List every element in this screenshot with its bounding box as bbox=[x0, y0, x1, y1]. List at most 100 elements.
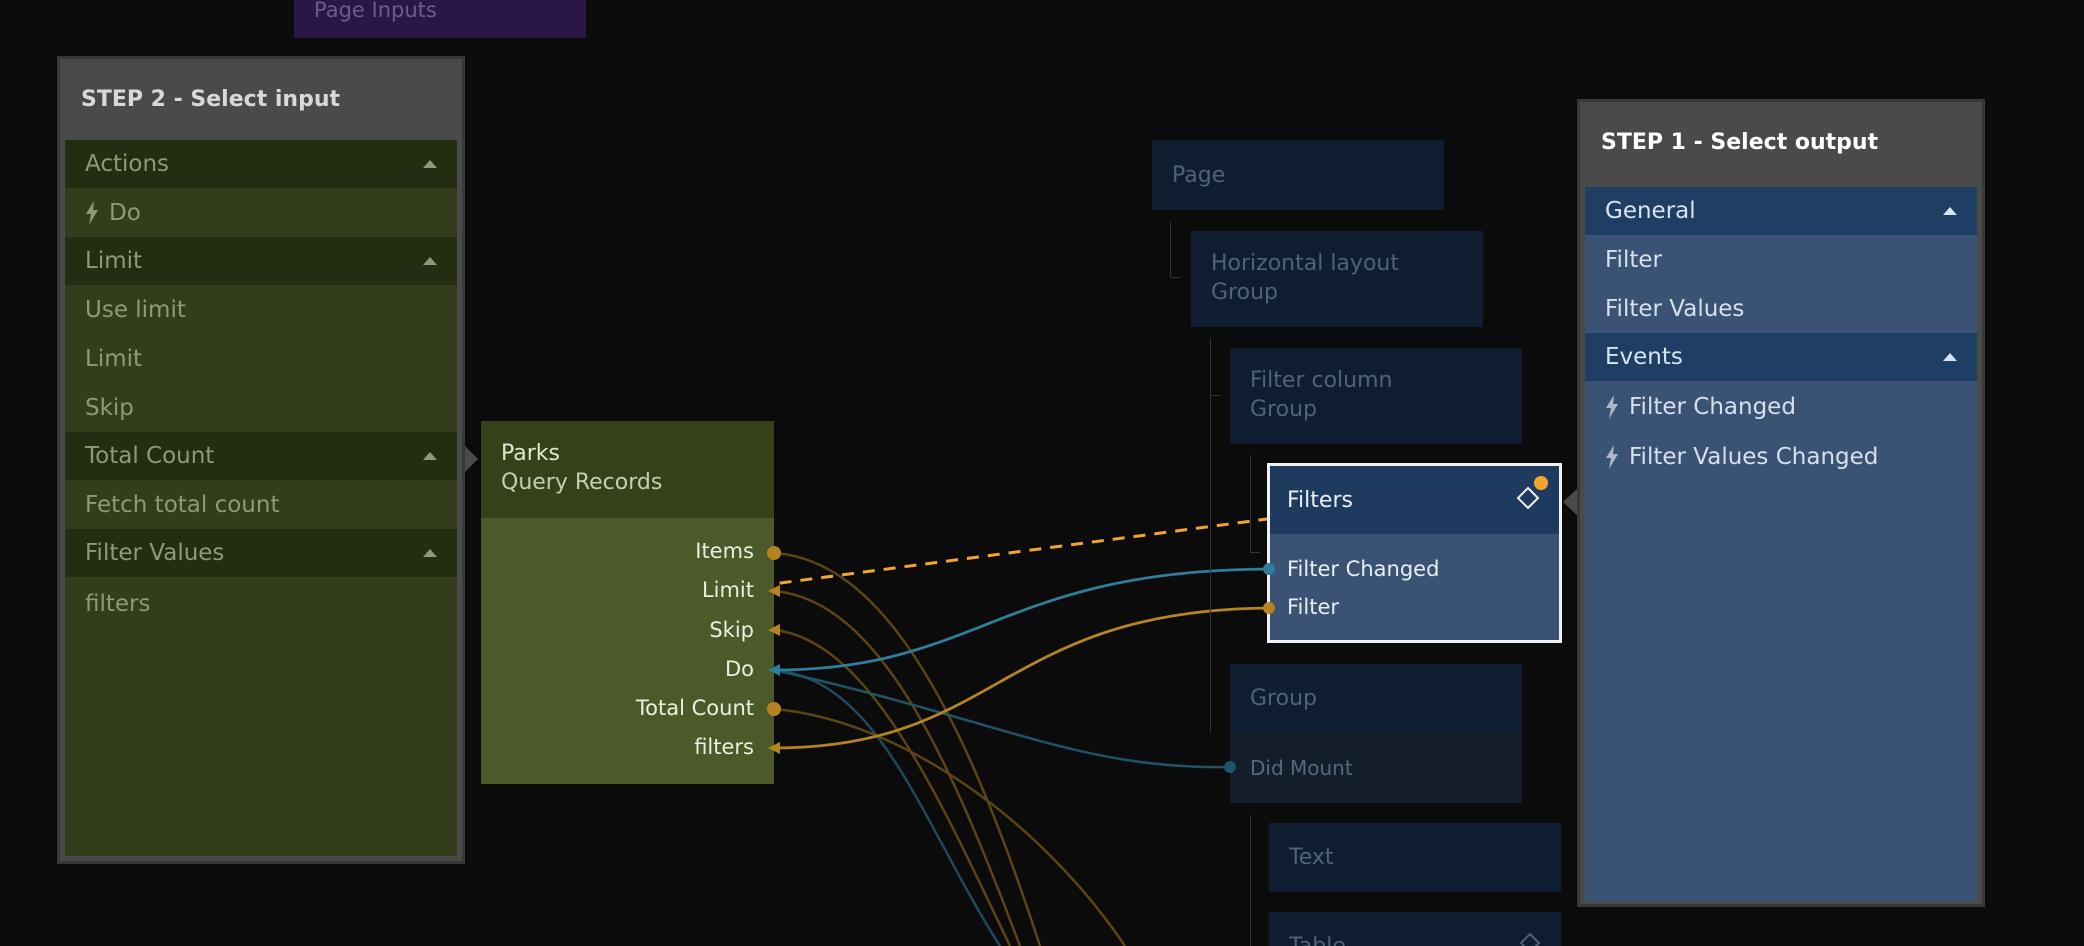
filters-port-filter[interactable]: Filter bbox=[1287, 595, 1340, 619]
port-arrow-limit[interactable] bbox=[768, 585, 780, 597]
tree-connector bbox=[1210, 390, 1220, 396]
tree-connector bbox=[1210, 338, 1220, 733]
step2-panel: STEP 2 - Select input Actions Do Limit U… bbox=[57, 56, 465, 864]
section-events[interactable]: Events bbox=[1585, 333, 1977, 381]
wire-skip-down bbox=[773, 628, 1012, 946]
port-skip[interactable]: Skip bbox=[709, 618, 754, 642]
output-item-filter-changed-label: Filter Changed bbox=[1629, 394, 1796, 420]
caret-up-icon bbox=[423, 549, 437, 557]
input-item-use-limit[interactable]: Use limit bbox=[65, 285, 457, 334]
parks-title: Parks bbox=[501, 441, 561, 466]
tree-connector bbox=[1170, 222, 1181, 278]
tree-node-text[interactable]: Text bbox=[1269, 823, 1561, 892]
caret-up-icon bbox=[1943, 207, 1957, 215]
bolt-icon bbox=[1606, 445, 1618, 469]
port-filters[interactable]: filters bbox=[694, 735, 754, 759]
section-limit-label: Limit bbox=[85, 248, 143, 274]
input-item-filters[interactable]: filters bbox=[65, 577, 457, 631]
input-item-skip-label: Skip bbox=[85, 394, 134, 421]
step1-pointer bbox=[1563, 489, 1577, 515]
section-general[interactable]: General bbox=[1585, 187, 1977, 235]
drag-source-dot[interactable] bbox=[1533, 475, 1549, 491]
wire-totalcount-down bbox=[773, 707, 1127, 946]
input-item-use-limit-label: Use limit bbox=[85, 296, 186, 323]
output-item-filter[interactable]: Filter bbox=[1585, 235, 1977, 284]
input-item-limit[interactable]: Limit bbox=[65, 334, 457, 383]
port-arrow-filters[interactable] bbox=[768, 742, 780, 754]
section-limit[interactable]: Limit bbox=[65, 237, 457, 285]
wire-items-down bbox=[773, 551, 1042, 946]
wire-limit-down bbox=[773, 589, 1022, 946]
did-mount-label: Did Mount bbox=[1250, 756, 1353, 780]
port-total-count[interactable]: Total Count bbox=[635, 696, 754, 720]
section-total-count-label: Total Count bbox=[85, 443, 215, 469]
output-item-filter-label: Filter bbox=[1605, 246, 1662, 273]
tree-node-group-label: Group bbox=[1250, 686, 1317, 711]
wire-filter-filters bbox=[773, 606, 1271, 750]
section-actions-label: Actions bbox=[85, 151, 170, 177]
input-item-do[interactable]: Do bbox=[65, 188, 457, 237]
did-mount-port-dot[interactable] bbox=[1223, 760, 1237, 774]
input-item-skip[interactable]: Skip bbox=[65, 383, 457, 432]
tree-node-page-label: Page bbox=[1172, 162, 1226, 188]
section-total-count[interactable]: Total Count bbox=[65, 432, 457, 480]
page-inputs-label: Page Inputs bbox=[314, 0, 437, 22]
did-mount-port-row[interactable]: Did Mount bbox=[1230, 733, 1522, 803]
component-diamond-icon bbox=[1519, 932, 1541, 946]
port-dot-total-count[interactable] bbox=[767, 702, 781, 716]
tree-node-filter-column[interactable]: Filter column Group bbox=[1230, 348, 1522, 444]
tree-node-horizontal-sub: Group bbox=[1211, 280, 1278, 305]
port-arrow-skip[interactable] bbox=[768, 624, 780, 636]
port-do[interactable]: Do bbox=[724, 657, 754, 681]
input-item-fetch-total-count[interactable]: Fetch total count bbox=[65, 480, 457, 529]
caret-up-icon bbox=[423, 257, 437, 265]
input-item-fetch-total-count-label: Fetch total count bbox=[85, 491, 280, 518]
parks-subtitle: Query Records bbox=[501, 470, 663, 495]
port-limit[interactable]: Limit bbox=[701, 578, 754, 602]
page-inputs-node[interactable]: Page Inputs bbox=[294, 0, 586, 38]
tree-node-filter-column-sub: Group bbox=[1250, 397, 1317, 422]
tree-node-table-label: Table bbox=[1289, 932, 1346, 946]
tree-node-horizontal-layout[interactable]: Horizontal layout Group bbox=[1191, 231, 1483, 327]
tree-node-group[interactable]: Group bbox=[1230, 664, 1522, 733]
output-item-filter-changed[interactable]: Filter Changed bbox=[1585, 381, 1977, 433]
step1-panel: STEP 1 - Select output General Filter Fi… bbox=[1577, 99, 1985, 907]
step2-pointer bbox=[465, 446, 478, 472]
tree-node-filter-column-title: Filter column bbox=[1250, 368, 1393, 393]
tree-connector bbox=[1250, 455, 1260, 553]
section-general-label: General bbox=[1605, 198, 1696, 224]
parks-node[interactable]: Parks Query Records Items Limit Skip Do … bbox=[481, 421, 774, 784]
input-item-filters-label: filters bbox=[85, 591, 151, 617]
bolt-icon bbox=[86, 200, 98, 225]
bolt-icon bbox=[1606, 395, 1618, 419]
tree-node-table[interactable]: Table bbox=[1269, 912, 1561, 946]
output-item-filter-values-label: Filter Values bbox=[1605, 295, 1745, 322]
parks-header[interactable]: Parks Query Records bbox=[481, 421, 774, 518]
step2-title-text: STEP 2 - Select input bbox=[81, 86, 340, 112]
port-items[interactable]: Items bbox=[695, 539, 754, 563]
wire-didmount-do bbox=[773, 668, 1231, 769]
filters-port-filter-changed[interactable]: Filter Changed bbox=[1287, 557, 1440, 581]
caret-up-icon bbox=[1943, 353, 1957, 361]
caret-up-icon bbox=[423, 452, 437, 460]
section-filter-values[interactable]: Filter Values bbox=[65, 529, 457, 577]
input-item-limit-label: Limit bbox=[85, 345, 143, 372]
filters-header[interactable]: Filters bbox=[1270, 466, 1559, 534]
input-item-do-label: Do bbox=[109, 199, 141, 226]
wire-do-down bbox=[773, 668, 1002, 946]
output-item-filter-values-changed[interactable]: Filter Values Changed bbox=[1585, 433, 1977, 481]
port-arrow-do[interactable] bbox=[768, 664, 780, 676]
component-diamond-icon bbox=[1516, 486, 1540, 510]
filter-port-dot[interactable] bbox=[1262, 601, 1276, 615]
tree-node-page[interactable]: Page bbox=[1152, 140, 1444, 210]
step1-title-text: STEP 1 - Select output bbox=[1601, 129, 1879, 155]
port-dot-items[interactable] bbox=[767, 546, 781, 560]
wire-filterchanged-do bbox=[773, 567, 1271, 672]
section-actions[interactable]: Actions bbox=[65, 140, 457, 188]
output-item-filter-values[interactable]: Filter Values bbox=[1585, 284, 1977, 333]
section-events-label: Events bbox=[1605, 344, 1683, 370]
tree-node-text-label: Text bbox=[1289, 845, 1334, 870]
filters-title: Filters bbox=[1287, 487, 1353, 513]
filter-changed-port-dot[interactable] bbox=[1262, 562, 1276, 576]
filters-node[interactable]: Filters Filter Changed Filter bbox=[1267, 463, 1562, 643]
